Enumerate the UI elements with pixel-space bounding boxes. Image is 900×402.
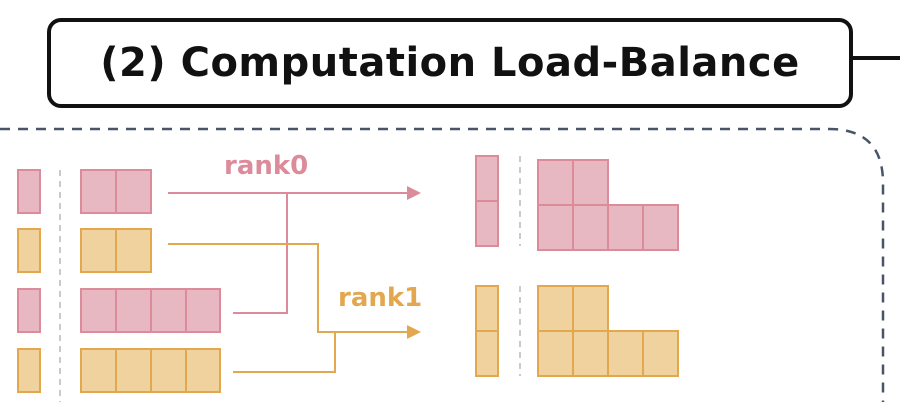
diagram-title: (2) Computation Load-Balance — [100, 40, 800, 86]
rank1-small-stack — [475, 285, 499, 377]
left-row-pink-2cells — [80, 169, 152, 214]
left-small-block-pink-2 — [17, 288, 41, 333]
left-row-orange-2cells — [80, 228, 152, 273]
rank0-result-grid — [537, 159, 679, 251]
rank1-label: rank1 — [338, 283, 422, 313]
left-row-pink-4cells — [80, 288, 221, 333]
left-row-orange-4cells — [80, 348, 221, 393]
rank1-result-grid — [537, 285, 679, 377]
title-connector-line — [853, 56, 900, 60]
dashed-frame — [0, 127, 885, 402]
rank0-arrowhead — [407, 186, 421, 200]
left-small-block-orange-1 — [17, 228, 41, 273]
rank0-routing-lines — [168, 192, 410, 314]
rank0-label: rank0 — [224, 151, 308, 181]
rank1-arrowhead — [407, 325, 421, 339]
title-box: (2) Computation Load-Balance — [47, 18, 853, 108]
left-small-block-orange-2 — [17, 348, 41, 393]
left-small-block-pink-1 — [17, 169, 41, 214]
rank1-routing-lines — [168, 243, 410, 373]
rank0-small-stack — [475, 155, 499, 247]
